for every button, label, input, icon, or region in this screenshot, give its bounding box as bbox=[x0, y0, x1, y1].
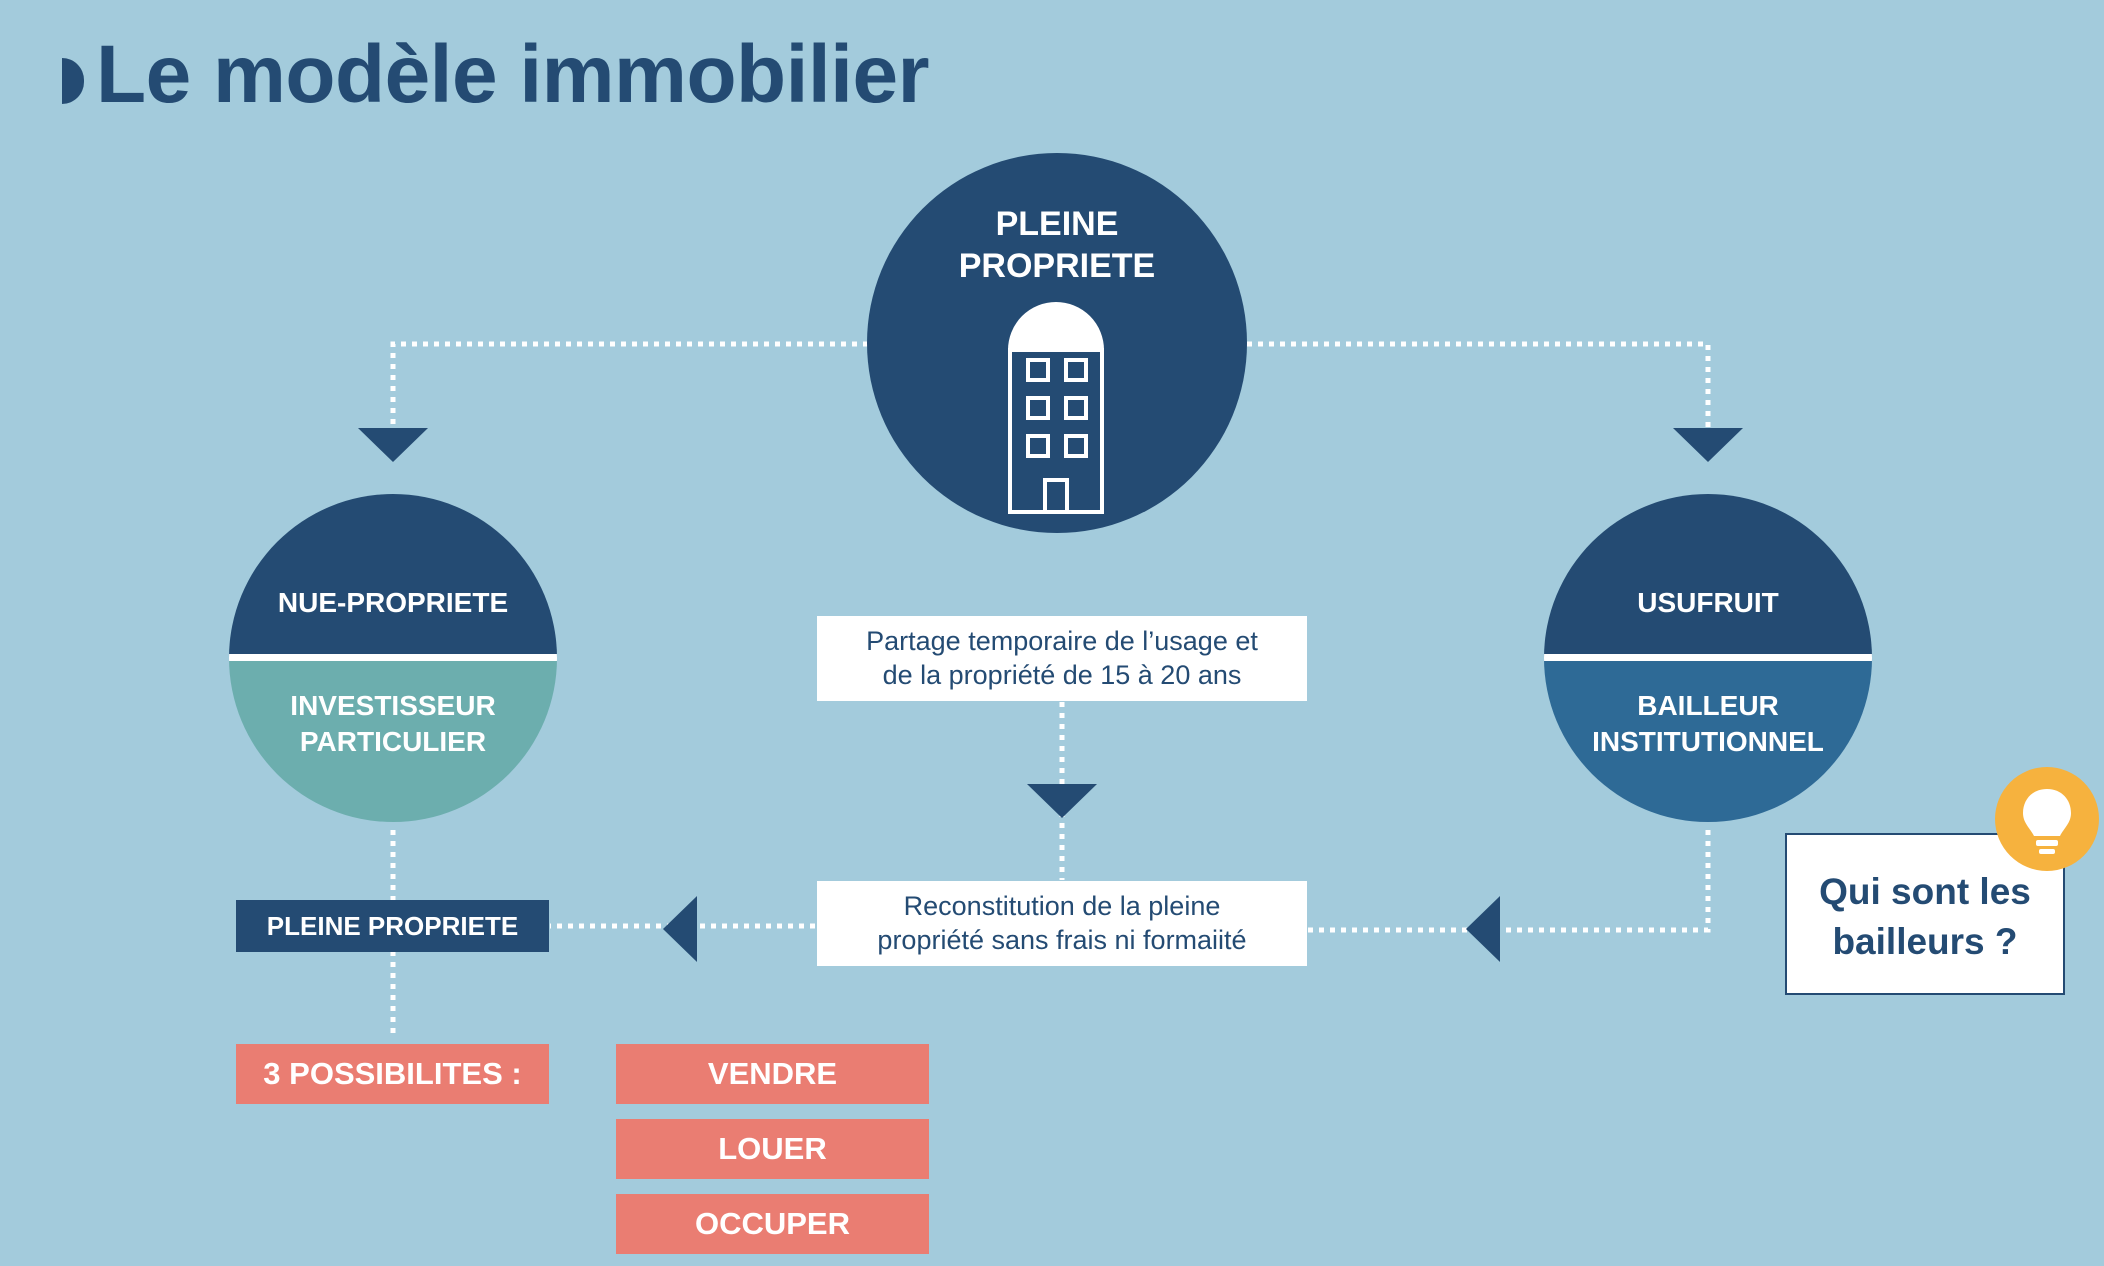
pleine-propriete-line1: PLEINE bbox=[995, 205, 1119, 243]
pleine-propriete-line2: PROPRIETE bbox=[958, 247, 1156, 285]
partage-box: Partage temporaire de l’usage et de la p… bbox=[817, 616, 1307, 701]
arrow-down-left bbox=[358, 428, 428, 462]
arrows bbox=[358, 428, 1743, 962]
nue-propriete-label: NUE-PROPRIETE bbox=[277, 587, 509, 618]
building-icon bbox=[1007, 302, 1105, 514]
arrow-left-right bbox=[1466, 896, 1500, 962]
option-louer: LOUER bbox=[616, 1119, 929, 1179]
bailleur-line2: INSTITUTIONNEL bbox=[1592, 726, 1824, 757]
callout-line1: Qui sont les bbox=[1819, 871, 2031, 913]
pleine-propriete-bar: PLEINE PROPRIETE bbox=[236, 900, 549, 952]
connector-top-to-left bbox=[390, 341, 868, 436]
arrow-left-center bbox=[663, 896, 697, 962]
pleine-propriete-label: PLEINE PROPRIETE bbox=[937, 203, 1177, 287]
option-vendre: VENDRE bbox=[616, 1044, 929, 1104]
page-title: Le modèle immobilier bbox=[96, 29, 929, 120]
lightbulb-icon bbox=[1995, 767, 2099, 871]
reconstitution-line2: propriété sans frais ni formaiité bbox=[877, 924, 1247, 955]
partage-line1: Partage temporaire de l’usage et bbox=[866, 625, 1258, 656]
title-bullet bbox=[62, 58, 84, 104]
partage-line2: de la propriété de 15 à 20 ans bbox=[882, 659, 1242, 690]
connector-top-to-right bbox=[1247, 341, 1711, 436]
usufruit-label: USUFRUIT bbox=[1637, 587, 1779, 618]
investisseur-line2: PARTICULIER bbox=[299, 726, 487, 757]
investisseur-particulier-label: INVESTISSEUR PARTICULIER bbox=[253, 688, 533, 760]
option-occuper: OCCUPER bbox=[616, 1194, 929, 1254]
reconstitution-line1: Reconstitution de la pleine bbox=[903, 890, 1221, 921]
bailleur-institutionnel-label: BAILLEUR INSTITUTIONNEL bbox=[1568, 688, 1848, 760]
reconstitution-box: Reconstitution de la pleine propriété sa… bbox=[817, 881, 1307, 966]
arrow-down-right bbox=[1673, 428, 1743, 462]
arrow-down-center bbox=[1027, 784, 1097, 818]
bailleurs-callout[interactable]: Qui sont les bailleurs ? bbox=[1785, 833, 2065, 995]
connector-right-down bbox=[1308, 830, 1711, 933]
possibilites-box: 3 POSSIBILITES : bbox=[236, 1044, 549, 1104]
investisseur-line1: INVESTISSEUR bbox=[290, 690, 496, 721]
bailleur-line1: BAILLEUR bbox=[1637, 690, 1779, 721]
callout-line2: bailleurs ? bbox=[1832, 921, 2018, 962]
